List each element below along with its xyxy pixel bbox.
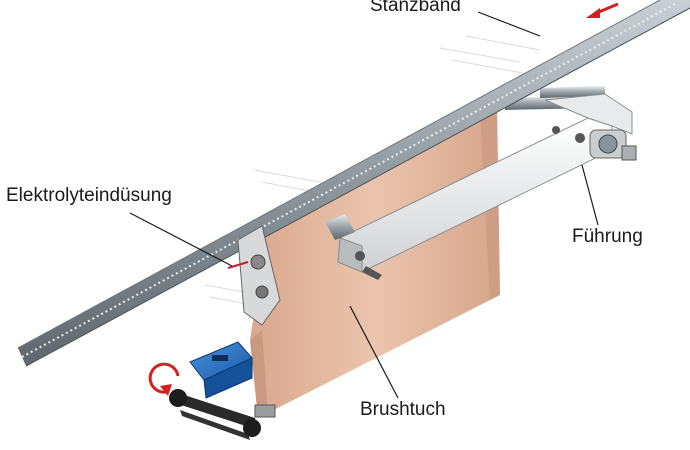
label-fuehrung: Führung [572, 226, 643, 247]
label-stanzband: Stanzband [370, 0, 461, 16]
background-hatch-lines [204, 35, 541, 307]
leader-lines [129, 11, 599, 399]
bottom-roller-assembly [169, 389, 276, 440]
strip-direction-arrow-icon [586, 2, 619, 18]
rotation-arrow-icon [148, 362, 180, 396]
punched-strip [17, 0, 690, 367]
electrolyte-nozzle-block [227, 225, 281, 326]
label-brushtuch: Brushtuch [360, 399, 446, 420]
guide-frame [325, 93, 633, 280]
blue-sensor-motor [189, 341, 253, 399]
guide-mount-knob [589, 129, 637, 161]
label-elektrolyteinduesung: Elektrolyteindüsung [6, 185, 172, 206]
